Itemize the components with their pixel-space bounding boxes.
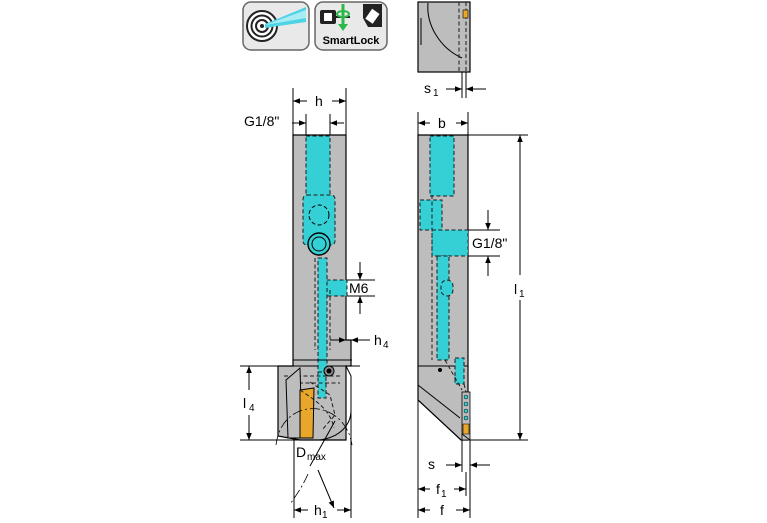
h-label: h — [315, 93, 323, 109]
h1-sub: 1 — [322, 510, 328, 521]
coolant-through-icon — [242, 1, 310, 51]
f1-label: f — [436, 481, 440, 497]
dmax-sub: max — [307, 452, 326, 463]
dmax-label: D — [296, 444, 306, 460]
f1-sub: 1 — [441, 489, 447, 500]
top-end-view: s 1 — [417, 1, 486, 99]
h4-sub: 4 — [383, 340, 389, 351]
l4-label: l — [243, 395, 246, 411]
smartlock-label: SmartLock — [323, 35, 381, 47]
left-side-view: h G1/8" M6 h 4 l 4 D max h — [240, 88, 389, 521]
s1-label: s — [424, 80, 431, 96]
h1-label: h — [314, 502, 322, 518]
s-label: s — [428, 456, 435, 472]
l4-sub: 4 — [249, 403, 255, 414]
g-right-label: G1/8" — [472, 235, 507, 251]
b-label: b — [438, 115, 446, 131]
g-left-label: G1/8" — [244, 113, 279, 129]
smartlock-icon: SmartLock — [314, 1, 388, 51]
h4-label: h — [374, 332, 382, 348]
m6-label: M6 — [349, 280, 369, 296]
right-front-view: b G1/8" l 1 s f 1 f — [417, 112, 528, 518]
l1-sub: 1 — [519, 289, 525, 300]
s1-sub: 1 — [433, 88, 439, 99]
f-label: f — [440, 502, 444, 518]
l1-label: l — [514, 281, 517, 297]
